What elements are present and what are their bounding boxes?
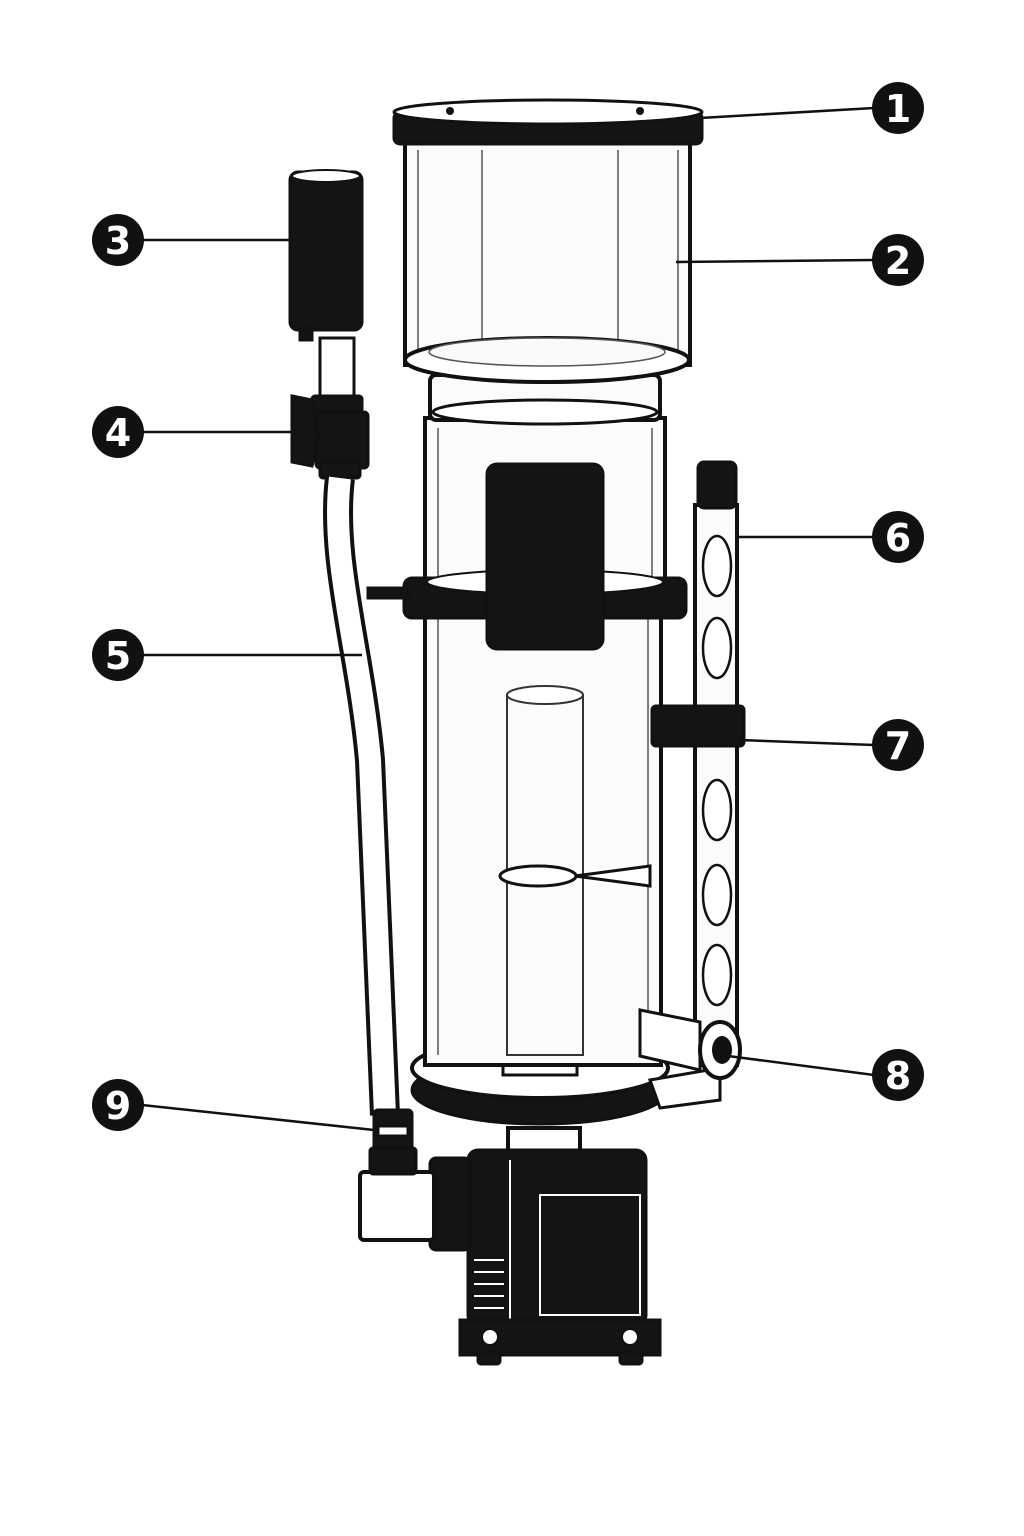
pump-body: [466, 1148, 648, 1327]
upper-body: [366, 416, 688, 651]
callout-9: 9: [92, 1079, 144, 1131]
callout-number-5: 5: [105, 634, 131, 678]
outlet-cap: [696, 460, 738, 510]
air-valve: [314, 410, 370, 470]
collection-cup: [392, 98, 704, 426]
callout-8: 8: [872, 1049, 924, 1101]
callout-badge-5: [92, 629, 144, 681]
pump: [358, 1126, 662, 1366]
air-line-assembly: [288, 169, 370, 480]
callout-5: 5: [92, 629, 144, 681]
callout-number-3: 3: [105, 219, 131, 263]
cup-body: [403, 138, 692, 367]
callout-number-8: 8: [885, 1054, 911, 1098]
callout-number-6: 6: [885, 516, 911, 560]
callout-number-1: 1: [885, 87, 911, 131]
lower-cylinder: [423, 603, 663, 1067]
callout-number-2: 2: [885, 239, 911, 283]
air-hose: [323, 476, 418, 1176]
diffuser-disc: [498, 864, 578, 888]
callout-3: 3: [92, 214, 144, 266]
callout-badge-6: [872, 511, 924, 563]
callout-badge-4: [92, 406, 144, 458]
pump-base: [458, 1318, 662, 1357]
callout-number-4: 4: [105, 411, 131, 455]
callout-badge-3: [92, 214, 144, 266]
callout-badge-1: [872, 82, 924, 134]
callout-number-9: 9: [105, 1084, 131, 1128]
callout-badge-9: [92, 1079, 144, 1131]
leader-lines: [141, 106, 875, 1132]
callout-number-7: 7: [885, 724, 911, 768]
outlet-spout: [638, 1008, 702, 1072]
callout-1: 1: [872, 82, 924, 134]
reaction-chamber: [423, 603, 663, 1067]
outlet-tube-assembly: [638, 460, 746, 1080]
tube-bracket: [650, 704, 746, 748]
callout-badge-8: [872, 1049, 924, 1101]
elbow-fitting: [358, 1170, 436, 1242]
callout-4: 4: [92, 406, 144, 458]
valve-knob: [290, 394, 320, 468]
callout-7: 7: [872, 719, 924, 771]
callout-badge-7: [872, 719, 924, 771]
injector-block: [485, 462, 605, 651]
callout-badge-2: [872, 234, 924, 286]
callout-6: 6: [872, 511, 924, 563]
air-silencer: [288, 170, 364, 332]
callout-2: 2: [872, 234, 924, 286]
